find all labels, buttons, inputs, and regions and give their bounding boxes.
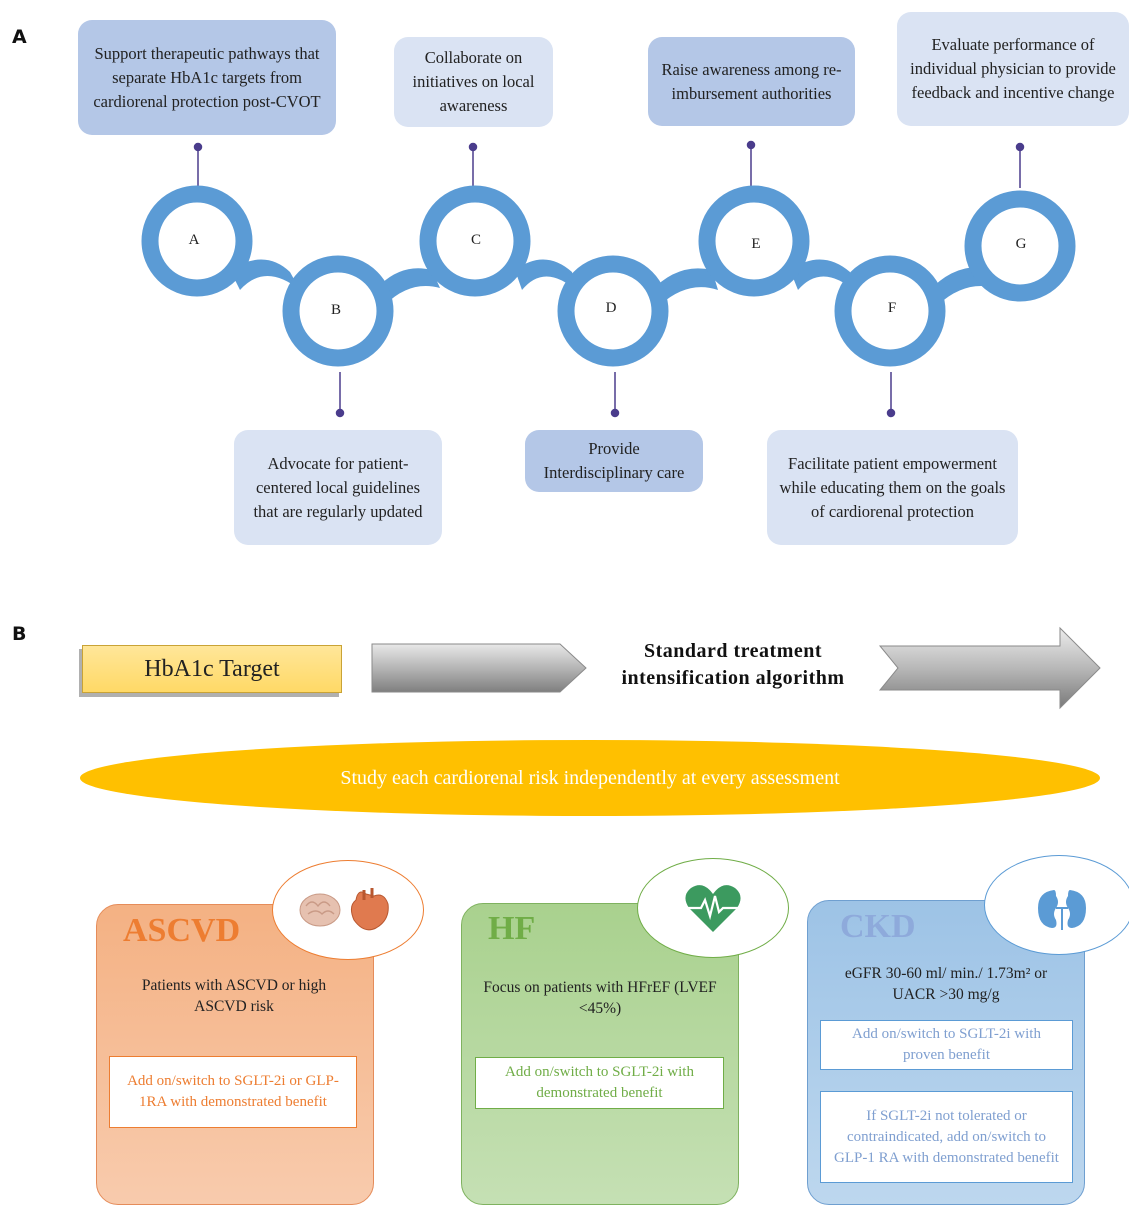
card-ckd-recommendation-2: If SGLT-2i not tolerated or contraindica…: [820, 1091, 1073, 1183]
circle-label-a: A: [188, 232, 200, 248]
assessment-banner: Study each cardiorenal risk independentl…: [80, 740, 1100, 816]
link-a-b: [230, 259, 300, 290]
card-ckd-title: CKD: [840, 908, 916, 945]
circle-label-g: G: [1015, 236, 1027, 252]
callout-f: Facilitate patient empowerment while edu…: [767, 430, 1018, 545]
callout-c: Collaborate on initiatives on local awar…: [394, 37, 553, 127]
card-hf-recommendation: Add on/switch to SGLT-2i with demonstrat…: [475, 1057, 724, 1109]
ring-g: [964, 190, 1076, 302]
circle-label-e: E: [751, 236, 761, 252]
circle-label-f: F: [887, 300, 897, 316]
card-ascvd-badge: [272, 860, 424, 960]
ring-c: [419, 185, 531, 297]
connectors: [193, 140, 1025, 418]
link-c-d: [515, 259, 578, 292]
heart-pulse-icon: [685, 885, 741, 932]
panel-label-b: B: [12, 623, 27, 645]
callout-a: Support therapeutic pathways that separa…: [78, 20, 336, 135]
grey-arrow-1: [371, 643, 587, 693]
card-ascvd-description: Patients with ASCVD or high ASCVD risk: [141, 977, 327, 1015]
ring-b: [282, 255, 394, 367]
callout-e: Raise awareness among re-imbursement aut…: [648, 37, 855, 126]
grey-arrow-2: [878, 626, 1101, 710]
card-ascvd-title: ASCVD: [123, 912, 241, 949]
brain-icon: [299, 888, 389, 931]
callout-g: Evaluate performance of individual physi…: [897, 12, 1129, 126]
rings: [141, 185, 1076, 367]
callout-b: Advocate for patient-centered local guid…: [234, 430, 442, 545]
circle-label-b: B: [330, 302, 341, 318]
circle-chain-diagram: [141, 140, 1076, 418]
ring-a: [141, 185, 253, 297]
card-hf-description: Focus on patients with HFrEF (LVEF <45%): [483, 979, 717, 1017]
circle-label-c: C: [470, 232, 481, 248]
heart-organ-icon: [350, 888, 389, 931]
callout-d: Provide Interdisciplinary care: [525, 430, 703, 492]
card-hf-title: HF: [488, 910, 536, 947]
card-ckd-recommendation-1: Add on/switch to SGLT-2i with proven ben…: [820, 1020, 1073, 1070]
hba1c-target-box: HbA1c Target: [82, 645, 342, 693]
card-ckd-description: eGFR 30-60 ml/ min./ 1.73m² or UACR >30 …: [844, 965, 1048, 1003]
ring-f: [834, 255, 946, 367]
ring-e: [698, 185, 810, 297]
card-ascvd-recommendation: Add on/switch to SGLT-2i or GLP-1RA with…: [109, 1056, 357, 1128]
link-e-f: [790, 259, 856, 292]
panel-label-a: A: [12, 26, 27, 48]
kidneys-icon: [1038, 890, 1086, 930]
circle-label-d: D: [605, 300, 617, 316]
algorithm-label: Standard treatment intensification algor…: [621, 640, 845, 689]
ring-d: [557, 255, 669, 367]
link-d-e: [650, 268, 718, 305]
